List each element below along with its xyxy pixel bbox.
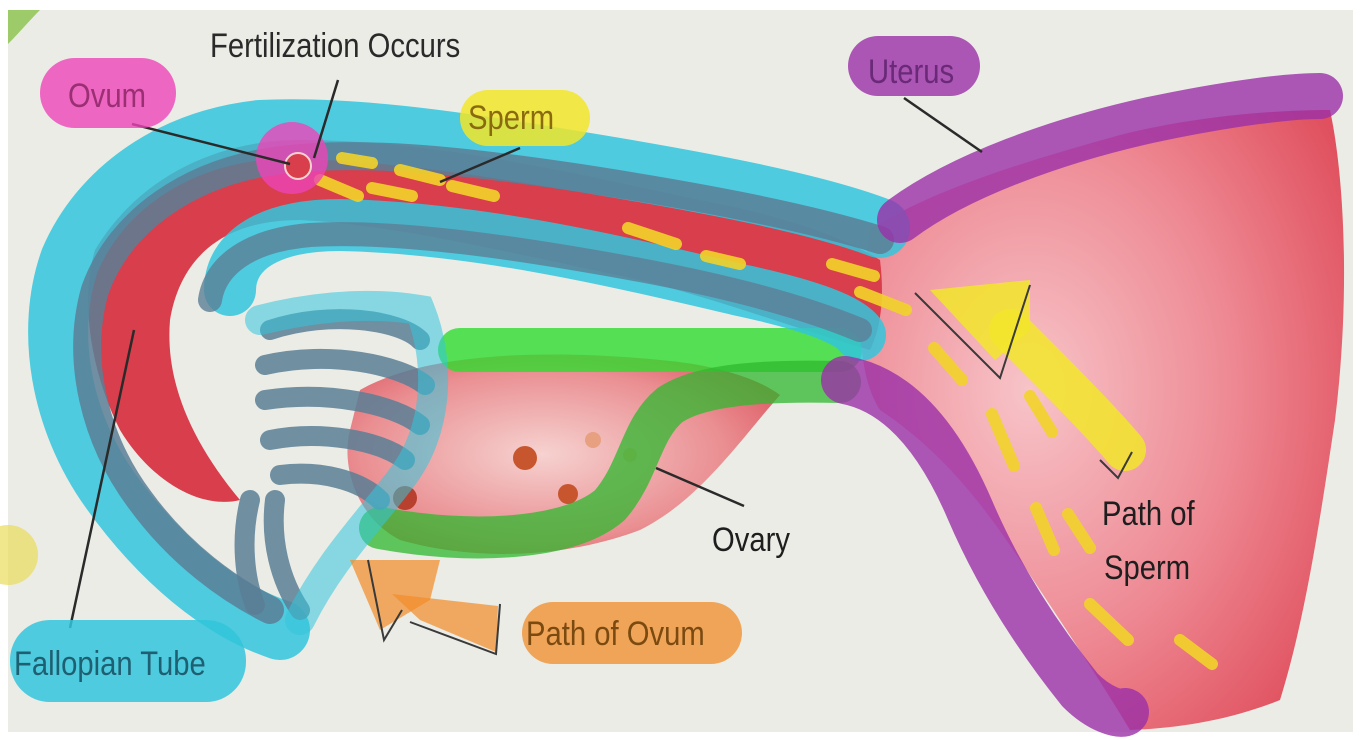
sperm-label: Sperm (468, 98, 554, 138)
fertilization-label: Fertilization Occurs (210, 26, 460, 66)
follicle (558, 484, 578, 504)
path-of-sperm-label-line1: Path of (1102, 494, 1195, 534)
ovary-label: Ovary (712, 520, 790, 560)
uterus-label: Uterus (868, 52, 954, 92)
ovum-cell (285, 153, 311, 179)
fallopian-tube-label: Fallopian Tube (14, 644, 206, 684)
path-of-ovum-label: Path of Ovum (526, 614, 705, 654)
follicle (585, 432, 601, 448)
follicle (513, 446, 537, 470)
ovum-label: Ovum (68, 76, 146, 116)
path-of-sperm-label-line2: Sperm (1104, 548, 1190, 588)
